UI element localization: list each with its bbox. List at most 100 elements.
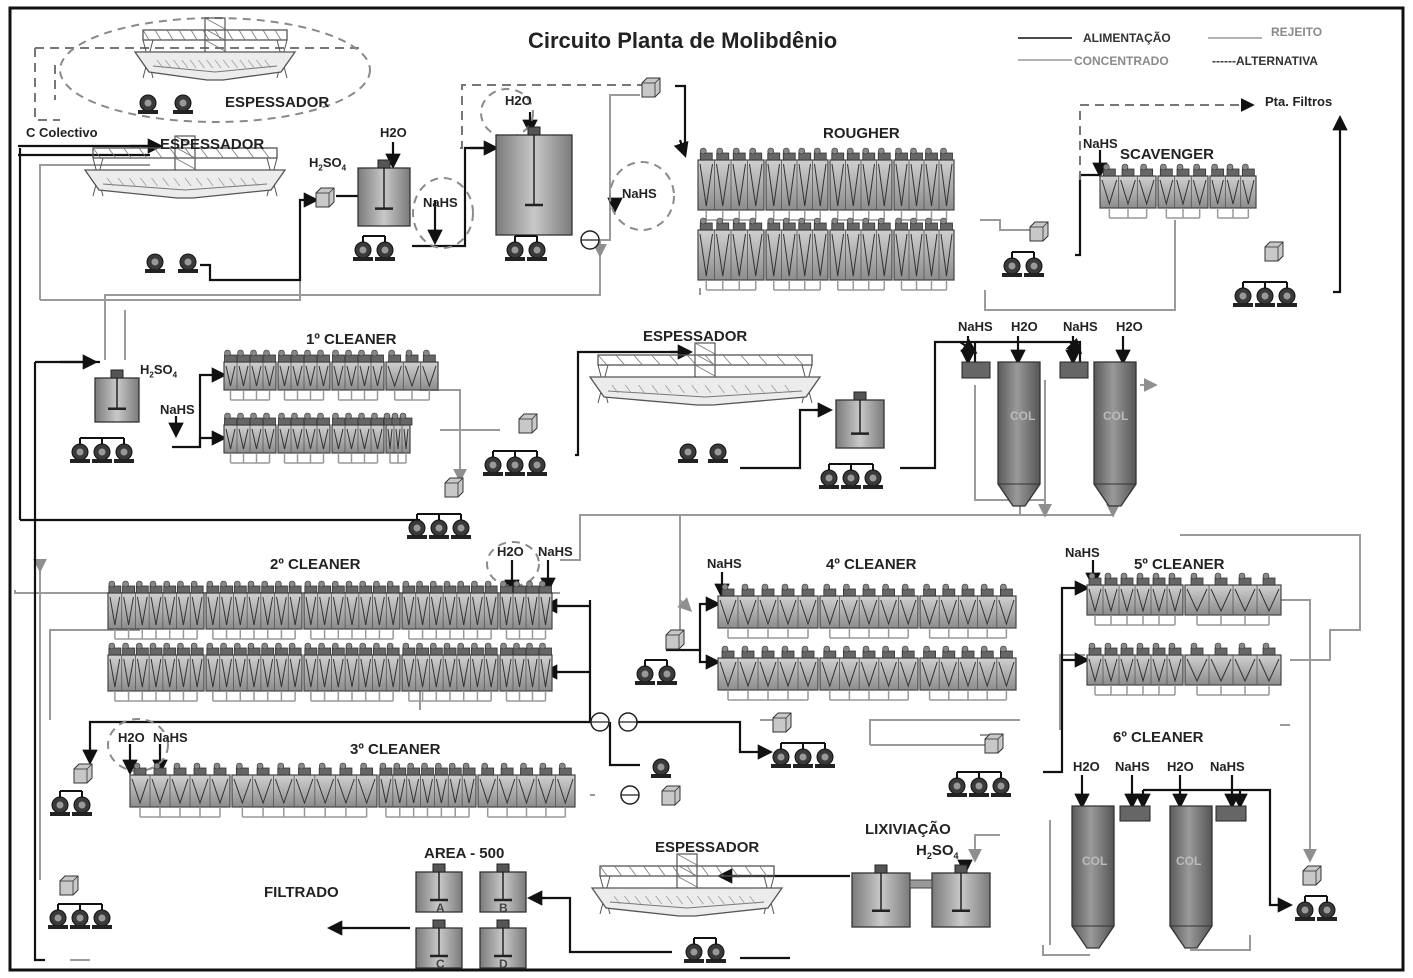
leaching-connector — [909, 879, 933, 889]
pump-icon — [173, 94, 193, 114]
label-cleaner3: 3º CLEANER — [350, 741, 441, 758]
legend-rejeito: REJEITO — [1271, 25, 1323, 39]
feed-line — [608, 722, 640, 767]
legend-concentrado: CONCENTRADO — [1074, 54, 1169, 68]
label-nahs-tank2: NaHS — [622, 186, 657, 201]
cleaner5-bank-1b — [1184, 572, 1282, 626]
feed-arrow — [673, 139, 689, 158]
cleaner4-bank-2c — [919, 645, 1017, 701]
pump-icon — [50, 796, 70, 816]
feed-line — [1043, 586, 1087, 774]
distributor-box — [315, 187, 335, 208]
pump-group-cleaner1-conc — [492, 450, 538, 457]
cleaner4-bank-2a — [717, 645, 819, 701]
conditioning-tank-cleaner1 — [94, 369, 140, 423]
label-h2so4-top: H2SO4 — [309, 155, 347, 173]
cleaner1-bank-1a — [223, 349, 277, 401]
concentrate-line — [560, 514, 1113, 561]
scavenger-bank-a — [1099, 163, 1157, 219]
pump-icon — [651, 758, 671, 778]
label-espessador-bottom: ESPESSADOR — [655, 839, 760, 856]
label-nahs-cleaner2: NaHS — [538, 544, 573, 559]
thickener-bottom — [590, 853, 784, 917]
cleaner2-bank-2e — [499, 642, 553, 702]
area500-tank-a — [415, 863, 463, 913]
feed-line — [200, 198, 316, 282]
valve-icon — [620, 785, 640, 805]
cleaner4-bank-2b — [819, 645, 919, 701]
label-lixiviacao: LIXIVIAÇÃO — [865, 821, 951, 838]
pump-group-columns — [828, 463, 874, 470]
label-espessador-mid: ESPESSADOR — [643, 328, 748, 345]
cleaner1-bank-2d — [383, 412, 413, 464]
label-espessador-2: ESPESSADOR — [160, 136, 265, 153]
pump-group-cleaner3-feed — [59, 790, 83, 797]
rougher-bank-1d — [893, 147, 955, 221]
label-h2o-col3: H2O — [1073, 759, 1100, 774]
pump-icon — [138, 94, 158, 114]
alternative-line — [1079, 104, 1250, 180]
column-feed-box-3 — [1119, 805, 1151, 822]
cleaner1-bank-2c — [331, 412, 385, 464]
label-tank-a: A — [436, 901, 445, 915]
cleaner2-bank-1e — [499, 580, 553, 640]
cleaner2-bank-1b — [205, 580, 303, 640]
pump-icon — [1277, 287, 1297, 307]
diagram-title: Circuito Planta de Molibdênio — [528, 28, 838, 53]
cleaner1-bank-2a — [223, 412, 277, 464]
label-nahs-tank1: NaHS — [423, 195, 458, 210]
concentrate-arrow — [677, 597, 692, 612]
cleaner5-bank-2b — [1184, 642, 1282, 696]
area500-tank-d — [479, 919, 527, 969]
cleaner1-bank-1c — [331, 349, 385, 401]
label-col-1: COL — [1010, 409, 1036, 423]
concentrate-line — [1190, 935, 1251, 951]
pump-group-cleaner1-tail — [416, 513, 462, 520]
label-area500: AREA - 500 — [424, 845, 505, 862]
cleaner5-bank-1a — [1086, 572, 1184, 626]
pump-icon — [819, 469, 839, 489]
column-feed-box-4 — [1215, 805, 1247, 822]
distributor-box — [73, 763, 93, 784]
pump-icon — [708, 443, 728, 463]
rougher-bank-1a — [697, 147, 765, 221]
pump-icon — [451, 519, 471, 539]
label-h2o-col4: H2O — [1167, 759, 1194, 774]
label-col-2: COL — [1103, 409, 1129, 423]
feed-line — [575, 350, 690, 457]
cleaner2-bank-2b — [205, 642, 303, 702]
rougher-bank-1b — [765, 147, 829, 221]
pump-icon — [483, 456, 503, 476]
pump-icon — [505, 241, 525, 261]
feed-arrow — [1065, 337, 1083, 355]
concentrate-line — [1042, 945, 1090, 956]
distributor-box — [1302, 865, 1322, 886]
cleaner1-bank-1b — [277, 349, 331, 401]
feed-line — [1075, 173, 1100, 257]
distributor-box — [444, 477, 464, 498]
flotation-column-4 — [1169, 805, 1213, 949]
flotation-column-1 — [997, 361, 1041, 507]
label-tank-c: C — [436, 957, 445, 971]
concentrate-line — [40, 240, 301, 301]
pump-icon — [145, 253, 165, 273]
legend-alternativa: ------ALTERNATIVA — [1212, 54, 1318, 68]
label-nahs-cleaner5: NaHS — [1065, 545, 1100, 560]
pump-icon — [527, 241, 547, 261]
pump-group-bottom-left — [57, 903, 103, 910]
concentrate-line — [1059, 654, 1085, 730]
distributor-box — [772, 712, 792, 733]
pump-group-thickener-bottom — [693, 937, 717, 944]
label-h2so4-cleaner1: H2SO4 — [140, 362, 178, 380]
pump-icon — [815, 748, 835, 768]
label-tank-d: D — [499, 957, 508, 971]
pump-icon — [991, 777, 1011, 797]
distributor-box — [661, 785, 681, 806]
pump-icon — [178, 253, 198, 273]
valve-icon — [618, 712, 638, 732]
feed-line — [88, 720, 590, 762]
alternative-line — [460, 84, 645, 149]
label-nahs-col1: NaHS — [958, 319, 993, 334]
label-nahs-cleaner3: NaHS — [153, 730, 188, 745]
rougher-bank-2c — [829, 217, 893, 291]
